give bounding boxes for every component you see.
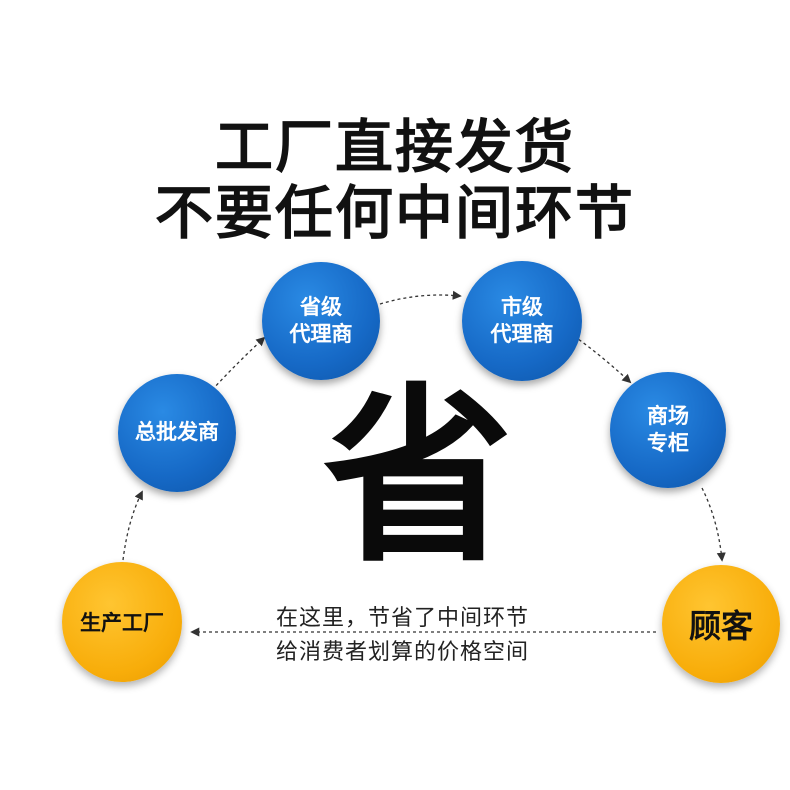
arrow-wholesale-to-provincial [211,336,266,391]
center-save-character: 省 [322,365,513,588]
node-city-agent: 市级 代理商 [462,261,582,381]
headline-line-1: 工厂直接发货 [214,113,575,181]
node-city-line1: 市级 [501,294,543,319]
node-mall-line2: 专柜 [647,431,689,455]
node-wholesale-label: 总批发商 [135,420,219,445]
node-factory-label: 生产工厂 [80,611,164,635]
node-customer: 顾客 [662,565,780,683]
arrow-factory-to-wholesale [122,490,143,561]
caption-line-1: 在这里，节省了中间环节 [276,606,530,631]
node-factory: 生产工厂 [62,562,182,682]
node-provincial-line2: 代理商 [289,322,353,346]
arrow-mall-to-customer [701,487,726,562]
node-mall-line1: 商场 [647,403,689,428]
node-city-line2: 代理商 [490,322,554,346]
node-provincial-agent: 省级 代理商 [262,262,380,380]
caption-line-2: 给消费者划算的价格空间 [276,640,530,665]
headline-line-2: 不要任何中间环节 [154,179,635,247]
arrow-city-to-mall [573,335,632,384]
arrow-provincial-to-city [379,290,462,305]
node-mall-counter: 商场 专柜 [610,372,726,488]
node-customer-label: 顾客 [688,607,753,645]
node-wholesaler: 总批发商 [118,374,236,492]
node-provincial-line1: 省级 [300,294,342,319]
